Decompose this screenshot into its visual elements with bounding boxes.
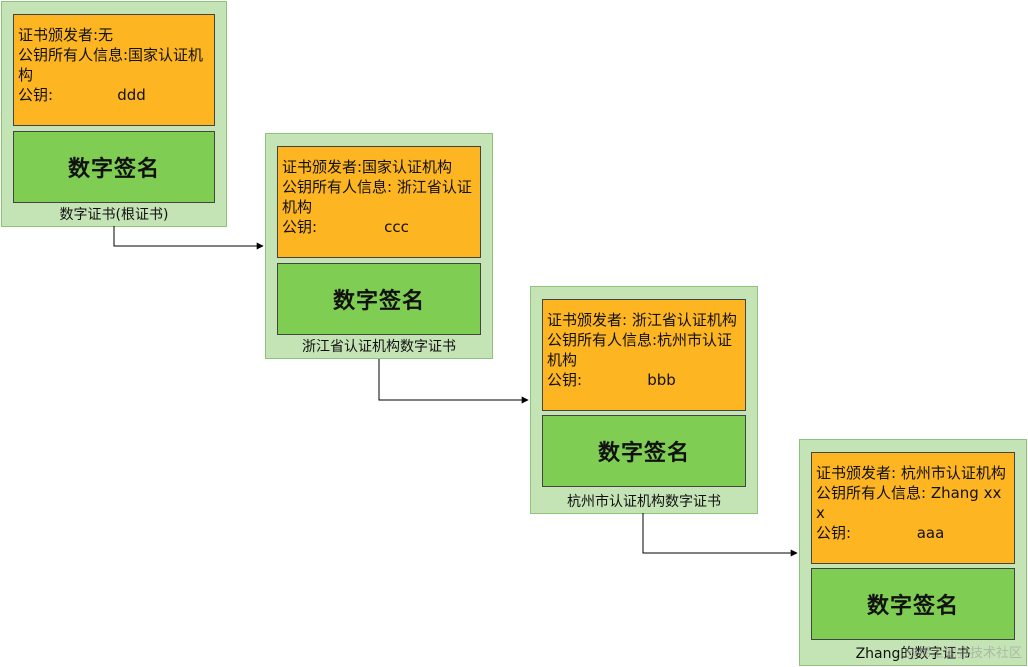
cert-info-block: 证书颁发者:无 公钥所有人信息:国家认证机构 公钥: ddd [13,14,215,126]
cert-info-block: 证书颁发者: 杭州市认证机构 公钥所有人信息: Zhang xxx 公钥: aa… [811,452,1015,564]
owner-text: 公钥所有人信息:杭州市认证机构 [547,331,733,369]
issuer-text: 证书颁发者: 浙江省认证机构 [547,311,737,329]
owner-text: 公钥所有人信息:国家认证机构 [18,46,204,84]
pubkey-row: 公钥: bbb [547,370,741,390]
pubkey-label: 公钥: [282,218,318,236]
issuer-text: 证书颁发者:无 [18,26,114,44]
cert-info-block: 证书颁发者: 浙江省认证机构 公钥所有人信息:杭州市认证机构 公钥: bbb [542,299,746,411]
pubkey-label: 公钥: [816,524,852,542]
pubkey-row: 公钥: ddd [18,85,210,105]
cert-caption: 浙江省认证机构数字证书 [302,339,456,355]
arrow-root-to-zhejiang [113,226,264,250]
issuer-text: 证书颁发者: 杭州市认证机构 [816,464,1006,482]
arrow-hangzhou-to-zhang [642,513,798,557]
pubkey-value: ddd [117,86,146,104]
pubkey-value: aaa [916,524,945,542]
certificate-zhang: 证书颁发者: 杭州市认证机构 公钥所有人信息: Zhang xxx 公钥: aa… [799,439,1027,666]
arrow-zhejiang-to-hangzhou [378,359,529,404]
owner-text: 公钥所有人信息: Zhang xxx [816,484,1002,522]
cert-info-block: 证书颁发者:国家认证机构 公钥所有人信息: 浙江省认证机构 公钥: ccc [277,146,481,258]
pubkey-label: 公钥: [18,86,54,104]
signature-block: 数字签名 [811,568,1015,640]
signature-block: 数字签名 [542,415,746,487]
pubkey-row: 公钥: ccc [282,217,476,237]
signature-block: 数字签名 [13,131,215,203]
cert-caption: 杭州市认证机构数字证书 [567,494,721,510]
owner-text: 公钥所有人信息: 浙江省认证机构 [282,178,472,216]
watermark: @稀土掘金技术社区 [904,646,1022,661]
certificate-zhejiang: 证书颁发者:国家认证机构 公钥所有人信息: 浙江省认证机构 公钥: ccc 数字… [265,133,493,359]
pubkey-value: ccc [384,218,409,236]
cert-caption: 数字证书(根证书) [59,207,169,223]
signature-block: 数字签名 [277,263,481,335]
cert-caption: Zhang的数字证书 [855,646,971,662]
pubkey-row: 公钥: aaa [816,523,1010,543]
certificate-root: 证书颁发者:无 公钥所有人信息:国家认证机构 公钥: ddd 数字签名 数字证书… [1,1,227,227]
certificate-hangzhou: 证书颁发者: 浙江省认证机构 公钥所有人信息:杭州市认证机构 公钥: bbb 数… [530,286,758,514]
pubkey-label: 公钥: [547,371,583,389]
issuer-text: 证书颁发者:国家认证机构 [282,158,453,176]
pubkey-value: bbb [647,371,676,389]
